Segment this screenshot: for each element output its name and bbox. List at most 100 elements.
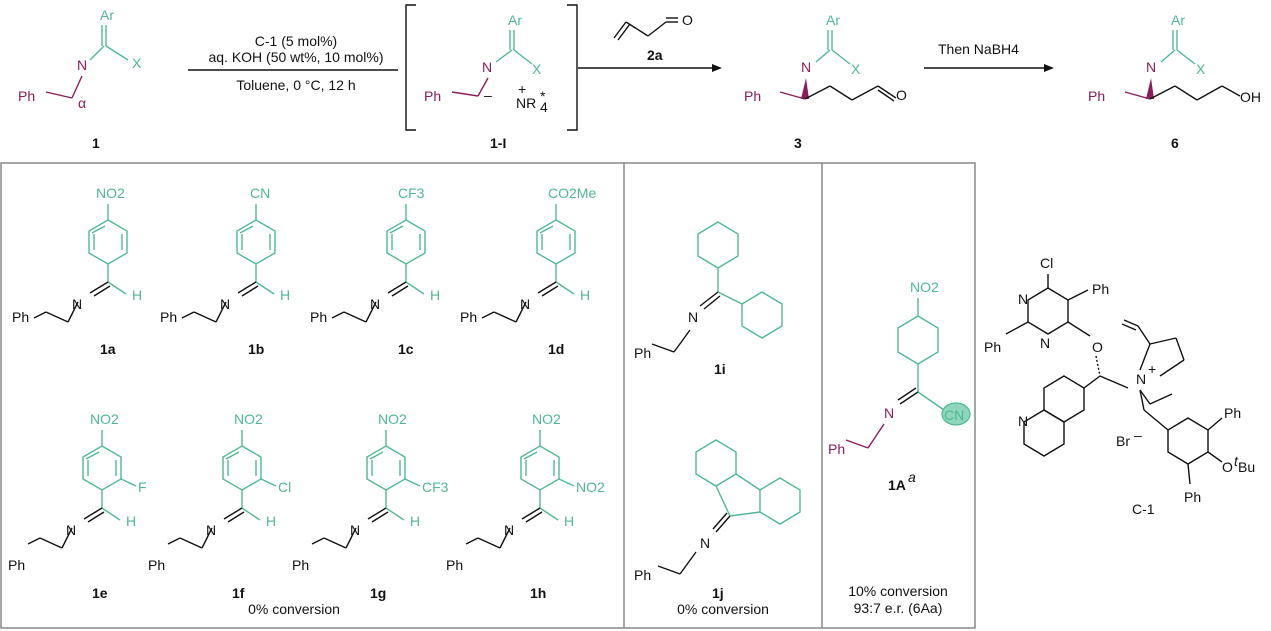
svg-text:H: H xyxy=(126,513,136,529)
para-substituent: CO2Me xyxy=(548,185,596,201)
svg-text:Ph: Ph xyxy=(8,557,25,573)
atom-x: X xyxy=(851,61,861,77)
atom-n: N xyxy=(801,59,811,75)
svg-text:Ph: Ph xyxy=(160,309,177,325)
svg-text:O: O xyxy=(1092,339,1103,355)
cn-highlight xyxy=(941,402,971,426)
substrate-1f: NO2 Cl H N Ph 1f xyxy=(148,411,291,601)
svg-text:Ph: Ph xyxy=(1224,405,1241,421)
label-1j: 1j xyxy=(712,585,724,601)
svg-text:N: N xyxy=(350,522,360,538)
svg-text:N: N xyxy=(1018,413,1028,429)
atom-ph: Ph xyxy=(18,88,35,104)
compound-6: Ar X N Ph OH 6 xyxy=(1088,12,1261,151)
label-1i: 1i xyxy=(714,361,726,377)
atom-ar: Ar xyxy=(1171,12,1185,28)
atom-x: X xyxy=(1196,61,1206,77)
svg-text:N: N xyxy=(700,535,710,551)
svg-text:–: – xyxy=(1134,427,1142,443)
ortho-substituent: Cl xyxy=(278,479,291,495)
atom-ar: Ar xyxy=(508,12,522,28)
catalyst-C1: Cl N N Ph Ph O N N + Br – Ph O xyxy=(984,255,1255,517)
box2-result: 0% conversion xyxy=(677,601,769,617)
svg-text:4: 4 xyxy=(540,99,548,115)
svg-text:Ph: Ph xyxy=(984,339,1001,355)
box1-result: 0% conversion xyxy=(248,601,340,617)
svg-text:Br: Br xyxy=(1116,433,1130,449)
cn-label: CN xyxy=(944,407,964,423)
label-1A: 1A xyxy=(888,477,906,493)
label-1d: 1d xyxy=(548,341,564,357)
atom-ph: Ph xyxy=(744,88,761,104)
label-1f: 1f xyxy=(232,585,245,601)
box3-result-2: 93:7 e.r. (6Aa) xyxy=(854,600,943,616)
svg-text:N: N xyxy=(206,522,216,538)
label-2a: 2a xyxy=(647,47,663,63)
atom-oh: OH xyxy=(1240,89,1261,105)
substrate-1b: CN H N Ph 1b xyxy=(160,185,290,357)
atom-ph: Ph xyxy=(424,88,441,104)
para-substituent: CN xyxy=(250,185,270,201)
svg-text:N: N xyxy=(1018,291,1028,307)
svg-text:N: N xyxy=(66,522,76,538)
label-1c: 1c xyxy=(398,341,414,357)
label-3: 3 xyxy=(794,135,802,151)
intermediate-1I: Ar X N Ph – + NR 4 * 1-I xyxy=(405,4,578,151)
svg-text:Cl: Cl xyxy=(1040,255,1053,271)
svg-text:t: t xyxy=(1234,453,1239,469)
atom-o: O xyxy=(682,12,693,28)
substrate-1a: NO2 H N Ph 1a xyxy=(12,185,142,357)
label-1h: 1h xyxy=(530,585,546,601)
svg-text:Ph: Ph xyxy=(1184,489,1201,505)
svg-text:N: N xyxy=(72,296,82,312)
conditions-1: C-1 (5 mol%) aq. KOH (50 wt%, 10 mol%) T… xyxy=(188,33,398,93)
then-label: Then NaBH4 xyxy=(938,41,1019,57)
atom-x: X xyxy=(132,55,142,71)
svg-text:Bu: Bu xyxy=(1238,459,1255,475)
svg-text:O: O xyxy=(1222,459,1233,475)
label-1g: 1g xyxy=(370,585,386,601)
svg-text:Ph: Ph xyxy=(634,345,651,361)
para-substituent: NO2 xyxy=(90,411,119,427)
svg-text:H: H xyxy=(430,287,440,303)
svg-text:N: N xyxy=(1040,335,1050,351)
svg-text:N: N xyxy=(520,296,530,312)
svg-text:a: a xyxy=(908,469,916,485)
svg-text:N: N xyxy=(1136,371,1146,387)
svg-text:H: H xyxy=(266,513,276,529)
para-substituent: NO2 xyxy=(532,411,561,427)
compound-1: Ar X N Ph α 1 xyxy=(18,7,142,151)
svg-text:+: + xyxy=(1148,361,1156,377)
svg-text:Ph: Ph xyxy=(292,557,309,573)
reagent-2a: O 2a xyxy=(578,12,722,72)
compound-3: Ar X N Ph O 3 xyxy=(744,12,907,151)
svg-text:Ph: Ph xyxy=(148,557,165,573)
atom-ar: Ar xyxy=(826,12,840,28)
svg-text:Ph: Ph xyxy=(634,567,651,583)
plus-sign: + xyxy=(518,81,526,97)
substrate-panel-border xyxy=(0,162,976,629)
ammonium-nr4: NR xyxy=(516,95,536,111)
atom-o: O xyxy=(896,87,907,103)
para-substituent: NO2 xyxy=(378,411,407,427)
ortho-substituent: NO2 xyxy=(576,479,605,495)
svg-text:Ph: Ph xyxy=(460,309,477,325)
label-1: 1 xyxy=(92,135,100,151)
substrate-1d: CO2Me H N Ph 1d xyxy=(460,185,596,357)
cond-line-1: C-1 (5 mol%) xyxy=(255,33,337,49)
atom-x: X xyxy=(532,61,542,77)
atom-n: N xyxy=(1146,59,1156,75)
carbanion-minus: – xyxy=(484,87,492,103)
label-1e: 1e xyxy=(92,585,108,601)
label-1a: 1a xyxy=(100,341,116,357)
cond-line-3: Toluene, 0 °C, 12 h xyxy=(236,77,355,93)
box3-result-1: 10% conversion xyxy=(848,583,948,599)
substrate-1j: N Ph 1j xyxy=(634,439,801,601)
svg-text:N: N xyxy=(370,296,380,312)
substrate-1c: CF3 H N Ph 1c xyxy=(310,185,440,357)
para-substituent: NO2 xyxy=(96,185,125,201)
label-6: 6 xyxy=(1171,135,1179,151)
substrate-1g: NO2 CF3 H N Ph 1g xyxy=(292,411,449,601)
svg-text:N: N xyxy=(220,296,230,312)
